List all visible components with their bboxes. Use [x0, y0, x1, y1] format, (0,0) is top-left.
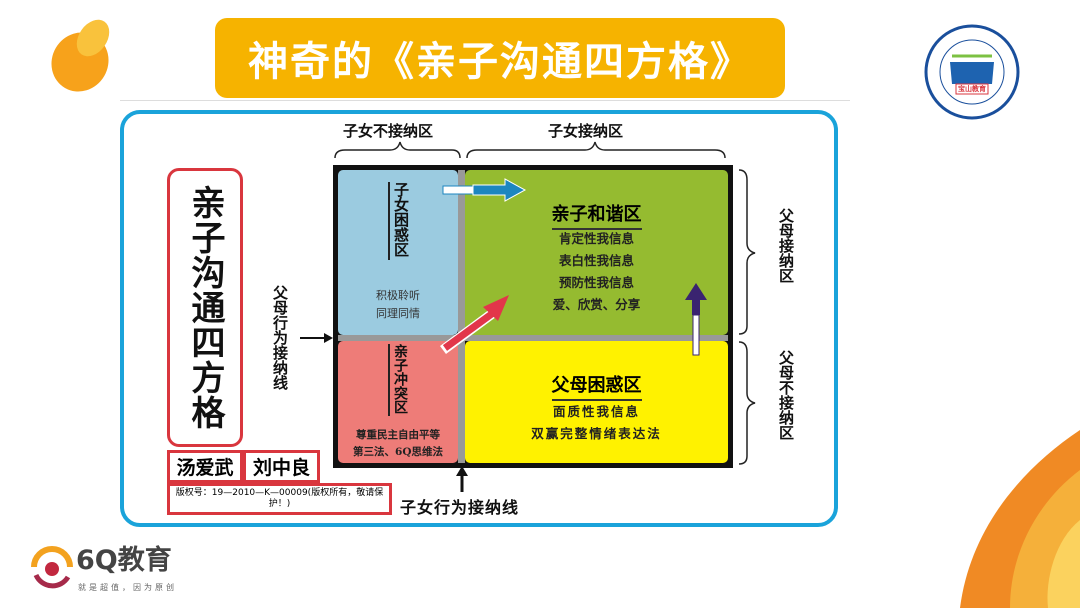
- brace-icon: [334, 141, 726, 159]
- arrow-up-icon: [456, 466, 468, 492]
- label-child-not-accept: 子女不接纳区: [343, 122, 434, 140]
- arrow-right-blue-icon: [442, 178, 527, 202]
- arrow-diagonal-red-icon: [440, 295, 509, 355]
- quadrant-child-confused: 子女困惑区 积极聆听 同理同情: [338, 170, 458, 335]
- label-child-behavior-line: 子女行为接纳线: [400, 498, 520, 517]
- corner-wave-decoration-icon: [960, 430, 1080, 608]
- brand-logo: 6Q教育 就是超值，因为原创: [30, 545, 230, 601]
- author-name: 汤爱武: [167, 450, 243, 483]
- slide-title: 神奇的《亲子沟通四方格》: [215, 18, 785, 98]
- horizontal-divider: [338, 335, 728, 341]
- school-seal: 宝山教育: [922, 22, 1022, 122]
- label-child-accept: 子女接纳区: [548, 122, 624, 140]
- divider: [120, 100, 850, 101]
- brace-icon: [738, 169, 756, 465]
- school-seal-icon: [924, 24, 1020, 120]
- label-parent-not-accept: 父母不接纳区: [777, 350, 795, 440]
- quadrant-harmony: 亲子和谐区 肯定性我信息 表白性我信息 预防性我信息 爱、欣赏、分享: [465, 170, 728, 335]
- copyright-notice: 版权号：19—2010—K—00009(版权所有，敬请保护！): [167, 483, 392, 515]
- vertical-divider: [458, 170, 465, 463]
- corner-decoration-icon: [51, 19, 110, 92]
- quadrant-parent-confused: 父母困惑区 面质性我信息 双赢完整情绪表达法: [465, 341, 728, 463]
- diagram-frame: [120, 110, 838, 527]
- label-parent-accept: 父母接纳区: [777, 208, 795, 283]
- scroll-title: 亲子沟通四方格: [167, 168, 243, 447]
- quadrant-conflict: 亲子冲突区 尊重民主自由平等 第三法、6Q思维法: [338, 341, 458, 463]
- four-quadrant-grid: 子女困惑区 积极聆听 同理同情 亲子和谐区 肯定性我信息 表白性我信息 预防性我…: [333, 165, 733, 468]
- transition-arrows: [440, 178, 707, 356]
- label-parent-behavior-line: 父母行为接纳线: [271, 285, 289, 390]
- author-name: 刘中良: [243, 450, 320, 483]
- arrow-up-purple-icon: [685, 283, 707, 356]
- logo-mark-icon: [31, 546, 73, 589]
- arrow-right-icon: [300, 333, 333, 343]
